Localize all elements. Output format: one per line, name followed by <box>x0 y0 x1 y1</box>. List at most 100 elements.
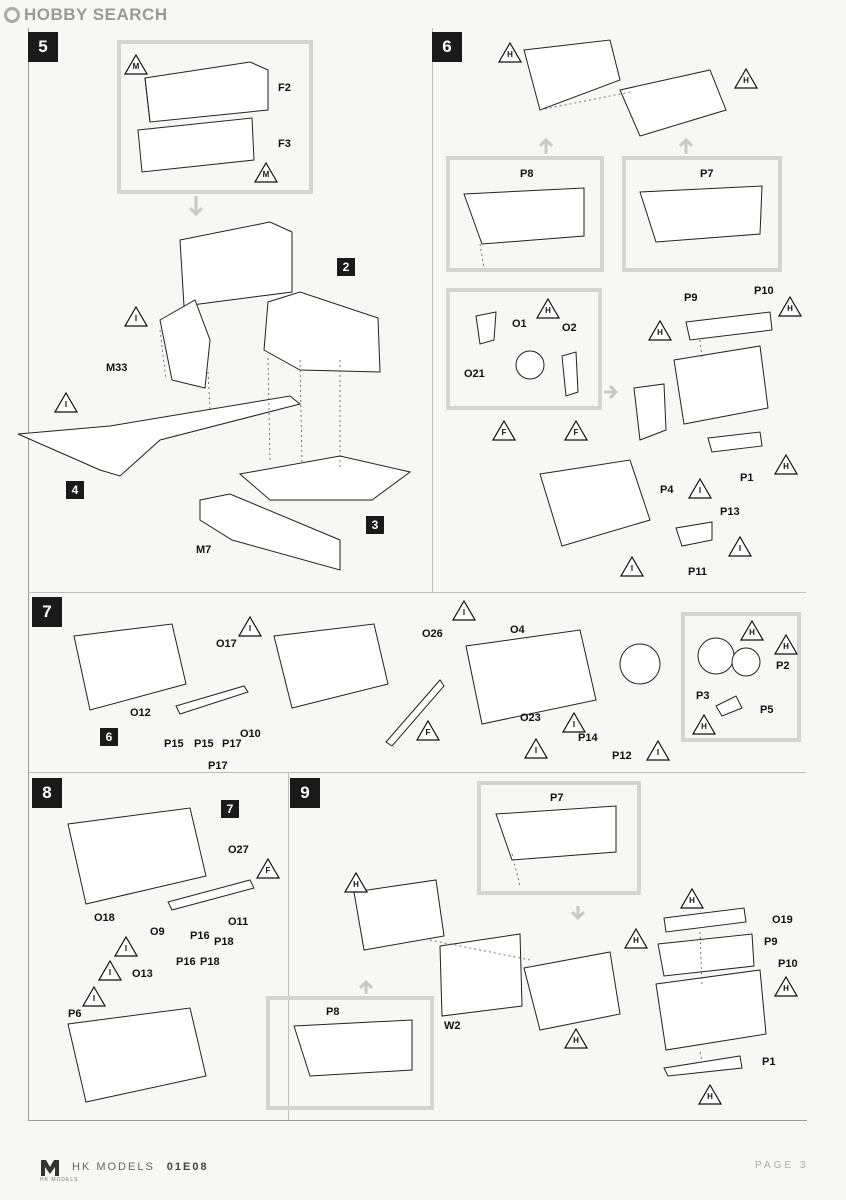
ref-badge-7: 7 <box>221 800 239 818</box>
detail-frame-pump <box>446 288 602 410</box>
part-label-P18-b: P18 <box>200 956 220 968</box>
symbol-i-13: I <box>82 986 106 1007</box>
symbol-i-2: I <box>54 392 78 413</box>
divider-horizontal-1 <box>28 592 806 593</box>
symbol-i-text: I <box>630 564 634 573</box>
footer-brand-name: HK MODELS <box>72 1161 155 1173</box>
symbol-f-1: F <box>492 420 516 441</box>
part-label-P7-step9: P7 <box>550 792 564 804</box>
symbol-m-text: M <box>132 62 140 71</box>
symbol-i-text: I <box>248 624 252 633</box>
watermark-logo-icon <box>4 7 20 23</box>
symbol-i-10: I <box>646 740 670 761</box>
part-label-P8: P8 <box>520 168 534 180</box>
symbol-h-2: H <box>734 68 758 89</box>
ref-badge-2: 2 <box>337 258 355 276</box>
symbol-f-4: F <box>256 858 280 879</box>
part-label-O18: O18 <box>94 912 115 924</box>
part-label-F2: F2 <box>278 82 291 94</box>
symbol-h-text: H <box>689 896 695 905</box>
step-badge-9: 9 <box>290 778 320 808</box>
symbol-h-text: H <box>787 304 793 313</box>
symbol-h-text: H <box>783 462 789 471</box>
step-badge-7: 7 <box>32 597 62 627</box>
symbol-h-text: H <box>701 722 707 731</box>
part-label-O1: O1 <box>512 318 527 330</box>
part-label-F3: F3 <box>278 138 291 150</box>
symbol-i-5: I <box>620 556 644 577</box>
symbol-h-6: H <box>774 454 798 475</box>
part-label-P8-step9: P8 <box>326 1006 340 1018</box>
symbol-h-12: H <box>624 928 648 949</box>
symbol-f-3: F <box>416 720 440 741</box>
ref-badge-4: 4 <box>66 481 84 499</box>
symbol-m-2: M <box>254 162 278 183</box>
symbol-f-2: F <box>564 420 588 441</box>
symbol-h-14: H <box>564 1028 588 1049</box>
step-badge-6: 6 <box>432 32 462 62</box>
ref-badge-3: 3 <box>366 516 384 534</box>
footer-page-number: PAGE 3 <box>755 1160 809 1171</box>
part-label-P9-step9: P9 <box>764 936 778 948</box>
symbol-h-text: H <box>545 306 551 315</box>
symbol-h-10: H <box>344 872 368 893</box>
symbol-f-text: F <box>425 728 431 737</box>
symbol-h-5: H <box>778 296 802 317</box>
symbol-i-text: I <box>698 486 702 495</box>
symbol-i-text: I <box>134 314 138 323</box>
symbol-h-text: H <box>743 76 749 85</box>
detail-frame-p7-step9 <box>477 781 641 895</box>
part-label-O23: O23 <box>520 712 541 724</box>
symbol-h-text: H <box>657 328 663 337</box>
part-label-P7: P7 <box>700 168 714 180</box>
symbol-h-text: H <box>633 936 639 945</box>
symbol-h-text: H <box>573 1036 579 1045</box>
part-label-P2: P2 <box>776 660 790 672</box>
symbol-h-4: H <box>648 320 672 341</box>
part-label-P6: P6 <box>68 1008 82 1020</box>
symbol-i-7: I <box>452 600 476 621</box>
symbol-f-text: F <box>573 428 579 437</box>
part-label-P15-a: P15 <box>164 738 184 750</box>
part-label-P5: P5 <box>760 704 774 716</box>
part-label-P13: P13 <box>720 506 740 518</box>
symbol-i-9: I <box>524 738 548 759</box>
detail-frame-p8-step9 <box>266 996 434 1110</box>
symbol-i-text: I <box>738 544 742 553</box>
detail-frame-p8 <box>446 156 604 272</box>
symbol-h-text: H <box>783 984 789 993</box>
symbol-i-text: I <box>534 746 538 755</box>
watermark: HOBBY SEARCH <box>4 4 168 26</box>
symbol-i-6: I <box>238 616 262 637</box>
symbol-m-text: M <box>262 170 270 179</box>
divider-horizontal-2 <box>28 772 806 773</box>
part-label-P4: P4 <box>660 484 674 496</box>
part-label-W2: W2 <box>444 1020 461 1032</box>
part-label-P15-b: P15 <box>194 738 214 750</box>
symbol-h-7: H <box>740 620 764 641</box>
symbol-h-3: H <box>536 298 560 319</box>
footer-product-code: 01E08 <box>166 1161 209 1173</box>
symbol-h-text: H <box>749 628 755 637</box>
part-label-O4: O4 <box>510 624 525 636</box>
symbol-i-8: I <box>562 712 586 733</box>
part-label-P10-step9: P10 <box>778 958 798 970</box>
part-label-P17-b: P17 <box>208 760 228 772</box>
detail-frame-fan <box>681 612 801 742</box>
part-label-P1-step6: P1 <box>740 472 754 484</box>
part-label-O2: O2 <box>562 322 577 334</box>
symbol-i-3: I <box>688 478 712 499</box>
symbol-h-text: H <box>353 880 359 889</box>
symbol-i-4: I <box>728 536 752 557</box>
part-label-P3: P3 <box>696 690 710 702</box>
part-label-P9: P9 <box>684 292 698 304</box>
watermark-text: HOBBY SEARCH <box>24 5 168 24</box>
step-badge-8: 8 <box>32 778 62 808</box>
part-label-P16-b: P16 <box>176 956 196 968</box>
part-label-O21: O21 <box>464 368 485 380</box>
part-label-O17: O17 <box>216 638 237 650</box>
part-label-O9: O9 <box>150 926 165 938</box>
symbol-h-15: H <box>698 1084 722 1105</box>
part-label-P11: P11 <box>688 566 707 578</box>
footer-brand: HK MODELS 01E08 <box>40 1156 209 1178</box>
